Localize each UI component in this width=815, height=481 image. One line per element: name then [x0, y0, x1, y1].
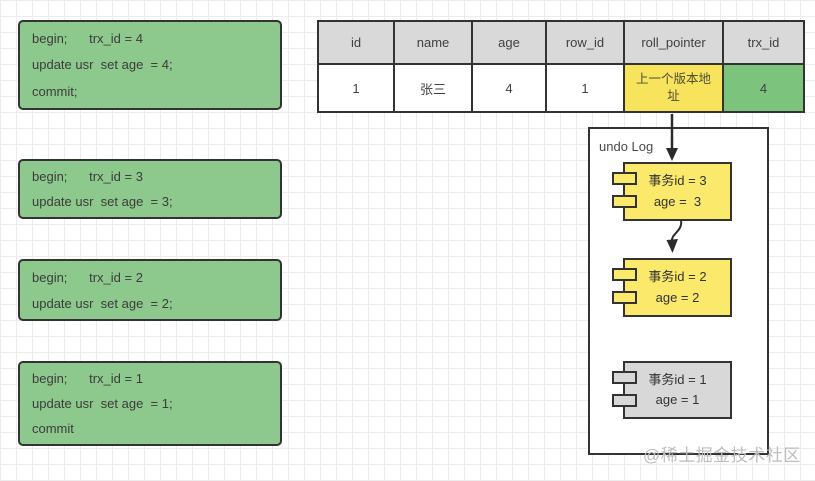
- table-data-row: 1 张三 4 1 上一个版本地址 4: [317, 63, 805, 113]
- version-trx-id: 事务id = 3: [648, 173, 707, 189]
- component-tab-icon: [612, 172, 637, 185]
- component-tab-icon: [612, 291, 637, 304]
- cell-id: 1: [317, 63, 395, 113]
- watermark: @稀土掘金技术社区: [643, 446, 801, 465]
- cell-name: 张三: [393, 63, 473, 113]
- header-row-id: row_id: [545, 20, 625, 65]
- component-tab-icon: [612, 394, 637, 407]
- undo-version-trx1: 事务id = 1 age = 1: [612, 361, 732, 419]
- sql-line: begin; trx_id = 3: [32, 169, 143, 184]
- sql-line: commit: [32, 421, 74, 436]
- cell-roll-pointer: 上一个版本地址: [623, 63, 724, 113]
- transaction-box-trx3: begin; trx_id = 3 update usr set age = 3…: [18, 159, 282, 219]
- header-id: id: [317, 20, 395, 65]
- sql-line: begin; trx_id = 1: [32, 371, 143, 386]
- table-header-row: id name age row_id roll_pointer trx_id: [317, 20, 805, 65]
- sql-line: update usr set age = 4;: [32, 57, 173, 73]
- sql-line: update usr set age = 2;: [32, 295, 173, 311]
- sql-line: begin; trx_id = 4: [32, 30, 143, 46]
- cell-row-id: 1: [545, 63, 625, 113]
- sql-line: commit;: [32, 84, 78, 100]
- component-tab-icon: [612, 268, 637, 281]
- transaction-box-trx1: begin; trx_id = 1 update usr set age = 1…: [18, 361, 282, 446]
- component-tab-icon: [612, 371, 637, 384]
- undo-version-trx3: 事务id = 3 age = 3: [612, 162, 732, 221]
- undo-log-title: undo Log: [599, 139, 654, 154]
- transaction-box-trx2: begin; trx_id = 2 update usr set age = 2…: [18, 259, 282, 321]
- undo-version-trx2: 事务id = 2 age = 2: [612, 258, 732, 317]
- version-trx-id: 事务id = 2: [648, 269, 707, 285]
- version-trx-id: 事务id = 1: [648, 371, 707, 387]
- record-table: id name age row_id roll_pointer trx_id 1…: [317, 20, 805, 113]
- header-name: name: [393, 20, 473, 65]
- version-age: age = 3: [653, 193, 702, 209]
- version-age: age = 1: [655, 392, 700, 407]
- header-trx-id: trx_id: [722, 20, 805, 65]
- header-age: age: [471, 20, 547, 65]
- transaction-box-trx4: begin; trx_id = 4 update usr set age = 4…: [18, 20, 282, 110]
- component-tab-icon: [612, 195, 637, 208]
- header-roll-pointer: roll_pointer: [623, 20, 724, 65]
- sql-line: begin; trx_id = 2: [32, 269, 143, 285]
- cell-age: 4: [471, 63, 547, 113]
- sql-line: update usr set age = 1;: [32, 396, 173, 411]
- version-age: age = 2: [655, 289, 700, 305]
- sql-line: update usr set age = 3;: [32, 194, 173, 209]
- cell-trx-id: 4: [722, 63, 805, 113]
